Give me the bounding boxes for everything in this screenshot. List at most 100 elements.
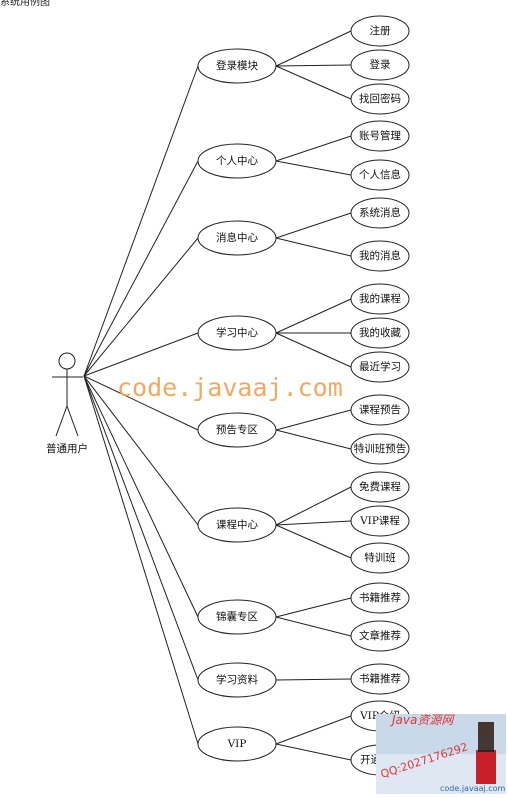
module-node: 个人中心 bbox=[197, 143, 277, 179]
actor-module-edge bbox=[83, 65, 199, 377]
use-case-ellipse bbox=[350, 159, 410, 191]
module-node: 预告专区 bbox=[197, 412, 277, 448]
stamp-url: code.javaaj.com bbox=[440, 784, 506, 793]
module-label: 登录模块 bbox=[216, 59, 258, 72]
use-case-ellipse bbox=[350, 542, 410, 574]
module-child-edge bbox=[275, 135, 352, 162]
use-case-label: 我的消息 bbox=[359, 249, 401, 262]
use-case-label: 免费课程 bbox=[359, 480, 401, 493]
module-ellipse bbox=[197, 726, 277, 762]
watermark-text: code.javaaj.com bbox=[117, 373, 343, 402]
use-case-node: 课程预告 bbox=[350, 394, 410, 426]
use-case-node: 找回密码 bbox=[350, 83, 410, 115]
use-case-node: 我的收藏 bbox=[350, 317, 410, 349]
module-ellipse bbox=[197, 662, 277, 698]
actor-module-edge bbox=[83, 375, 199, 526]
watermark-stamp: Java资源网 QQ:2027176292 code.javaaj.com bbox=[376, 713, 506, 794]
use-case-label: 账号管理 bbox=[359, 129, 401, 142]
actor-module-edge bbox=[83, 332, 199, 377]
module-child-edge bbox=[275, 597, 352, 618]
stamp-figure-hair bbox=[478, 722, 494, 752]
use-case-node: VIP课程 bbox=[350, 505, 410, 537]
module-ellipse bbox=[197, 315, 277, 351]
use-case-node: 个人信息 bbox=[350, 159, 410, 191]
module-label: 个人中心 bbox=[216, 154, 258, 167]
use-case-ellipse bbox=[350, 471, 410, 503]
module-child-edge bbox=[275, 409, 352, 431]
module-label: 学习资料 bbox=[216, 673, 258, 686]
module-child-edge bbox=[275, 715, 352, 745]
use-case-ellipse bbox=[350, 394, 410, 426]
stamp-title: Java资源网 bbox=[390, 713, 455, 727]
use-case-label: 找回密码 bbox=[359, 92, 401, 105]
use-case-label: 特训班 bbox=[364, 552, 396, 564]
module-child-edge bbox=[275, 429, 352, 450]
use-case-label: 个人信息 bbox=[359, 168, 401, 181]
module-child-edge bbox=[275, 486, 352, 526]
module-ellipse bbox=[197, 507, 277, 543]
module-ellipse bbox=[197, 143, 277, 179]
module-node: 学习资料 bbox=[197, 662, 277, 698]
module-ellipse bbox=[197, 220, 277, 256]
use-case-label: 特训班预告 bbox=[354, 442, 407, 455]
module-node: 学习中心 bbox=[197, 315, 277, 351]
stamp-figure-dress bbox=[476, 750, 496, 784]
module-node: 锦囊专区 bbox=[197, 599, 277, 635]
use-case-node: 特训班预告 bbox=[350, 433, 410, 465]
use-case-label: 系统消息 bbox=[359, 206, 401, 219]
use-case-label: VIP课程 bbox=[359, 515, 400, 527]
actor-module-edge bbox=[83, 375, 199, 431]
module-label: 消息中心 bbox=[216, 231, 258, 244]
use-case-node: 特训班 bbox=[350, 542, 410, 574]
actor-head bbox=[58, 352, 76, 370]
actor-module-edge bbox=[83, 237, 199, 377]
module-label: 学习中心 bbox=[216, 326, 258, 339]
actor-module-edge bbox=[83, 375, 199, 681]
module-node: VIP bbox=[197, 726, 277, 762]
use-case-node: 注册 bbox=[350, 15, 410, 47]
use-case-node: 账号管理 bbox=[350, 120, 410, 152]
module-ellipse bbox=[197, 412, 277, 448]
use-case-ellipse bbox=[350, 433, 410, 465]
use-case-label: 书籍推荐 bbox=[359, 591, 401, 604]
use-case-ellipse bbox=[350, 197, 410, 229]
module-label: 课程中心 bbox=[216, 518, 258, 531]
module-node: 消息中心 bbox=[197, 220, 277, 256]
module-label: VIP bbox=[227, 738, 247, 750]
use-case-ellipse bbox=[350, 83, 410, 115]
use-case-ellipse bbox=[350, 120, 410, 152]
actor-module-edge bbox=[83, 160, 199, 377]
top-caption: 系统用例图 bbox=[0, 0, 50, 8]
use-case-label: 注册 bbox=[370, 24, 391, 37]
module-child-edge bbox=[275, 237, 352, 257]
use-case-node: 我的消息 bbox=[350, 240, 410, 272]
actor-label: 普通用户 bbox=[46, 442, 88, 455]
use-case-node: 最近学习 bbox=[350, 351, 410, 383]
module-child-edge bbox=[275, 30, 352, 67]
use-case-label: 我的课程 bbox=[359, 292, 401, 305]
module-child-edge bbox=[275, 678, 352, 681]
module-child-edge bbox=[275, 212, 352, 239]
use-case-node: 免费课程 bbox=[350, 471, 410, 503]
use-case-ellipse bbox=[350, 351, 410, 383]
use-case-node: 书籍推荐 bbox=[350, 663, 410, 695]
use-case-node: 登录 bbox=[350, 49, 410, 81]
actor-right-leg bbox=[66, 405, 79, 437]
use-case-ellipse bbox=[350, 15, 410, 47]
actor-module-edge bbox=[83, 375, 199, 618]
actor-left-leg bbox=[55, 405, 68, 437]
use-case-ellipse bbox=[350, 663, 410, 695]
actor-module-edge bbox=[83, 375, 199, 745]
module-child-edge bbox=[275, 616, 352, 637]
use-case-ellipse bbox=[350, 505, 410, 537]
actor-figure: 普通用户 bbox=[46, 352, 88, 455]
use-case-node: 书籍推荐 bbox=[350, 582, 410, 614]
use-case-ellipse bbox=[350, 317, 410, 349]
use-case-node: 我的课程 bbox=[350, 283, 410, 315]
module-child-edge bbox=[275, 65, 352, 100]
use-case-label: 我的收藏 bbox=[359, 326, 401, 339]
module-child-edge bbox=[275, 64, 352, 67]
module-ellipse bbox=[197, 48, 277, 84]
